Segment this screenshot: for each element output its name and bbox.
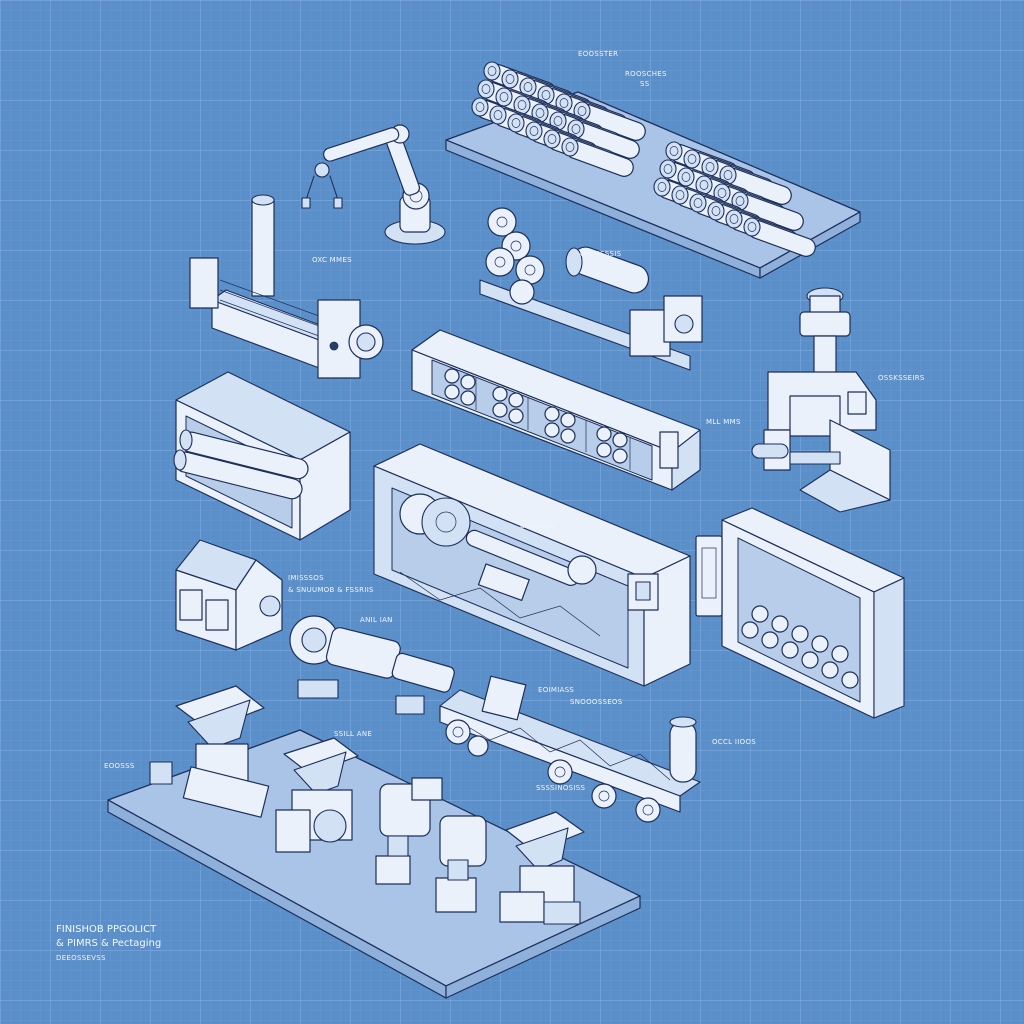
enclosed-processing-line: [411, 329, 701, 491]
gear-cluster: [485, 207, 545, 305]
label-gearbox-1: IMISSSOS: [288, 574, 324, 582]
label-top-raw-1: EOOSSTER: [578, 50, 618, 58]
gearbox-unit: [175, 539, 283, 651]
label-press-station: SSILL ANE: [334, 730, 372, 738]
enclosed-rollers: [444, 368, 628, 464]
chain-conveyor: [439, 675, 701, 823]
pipe-storage-pallet: [445, 61, 861, 279]
packing-press-1: [375, 777, 443, 885]
label-drive-shaft: ANIL IAN: [360, 616, 393, 624]
hopper-feeder-2: [275, 737, 359, 853]
label-center-frame: EOCLISSS: [520, 522, 557, 530]
label-packing-line: OCCL IIOOS: [712, 738, 756, 746]
extruder-unit: [189, 194, 384, 379]
pipe-cabinet: [695, 507, 905, 719]
vertical-press: [751, 287, 891, 513]
caption-sub: DEEOSSEVSS: [56, 954, 106, 962]
label-conveyor-2: SNOOOSSEOS: [570, 698, 623, 706]
roller-rack: [173, 371, 351, 541]
label-conveyor-1: EOIMIASS: [538, 686, 574, 694]
roller-gear-drive: [479, 207, 703, 371]
hopper-feeder-1: [149, 685, 270, 818]
packaging-platform: [107, 685, 641, 999]
hopper-feeder-3: [499, 811, 585, 925]
pipe-stack-left: [471, 61, 649, 180]
label-top-raw-2: ROOSCHES: [625, 70, 667, 78]
label-top-raw-3: SS: [640, 80, 650, 88]
drive-shaft: [289, 615, 455, 715]
shaft-frame: [373, 443, 691, 687]
label-sorter: SSSSINOSISS: [536, 784, 586, 792]
packing-press-2: [435, 815, 487, 913]
label-feeder: EOOSSS: [104, 762, 135, 770]
label-roller-mill: OSSSSSSIS: [580, 250, 622, 258]
label-extruder: OXC MMES: [312, 256, 352, 264]
cabinet-pipes: [741, 605, 859, 689]
robot-arm: [301, 124, 446, 245]
caption-line-2: & PIMRS & Pectaging: [56, 938, 161, 949]
label-gearbox-2: & SNUUMOB & FSSRIIS: [288, 586, 374, 594]
label-enclosed-line: MLL MMS: [706, 418, 741, 426]
annotation-labels: EOOSSTER ROOSCHES SS OXC MMES OSSSSSSIS …: [56, 50, 925, 962]
label-press-right: OSSKSSEIRS: [878, 374, 925, 382]
conveyor-sprockets: [445, 719, 661, 823]
caption-line-1: FINISHOB PPGOLICT: [56, 924, 157, 935]
